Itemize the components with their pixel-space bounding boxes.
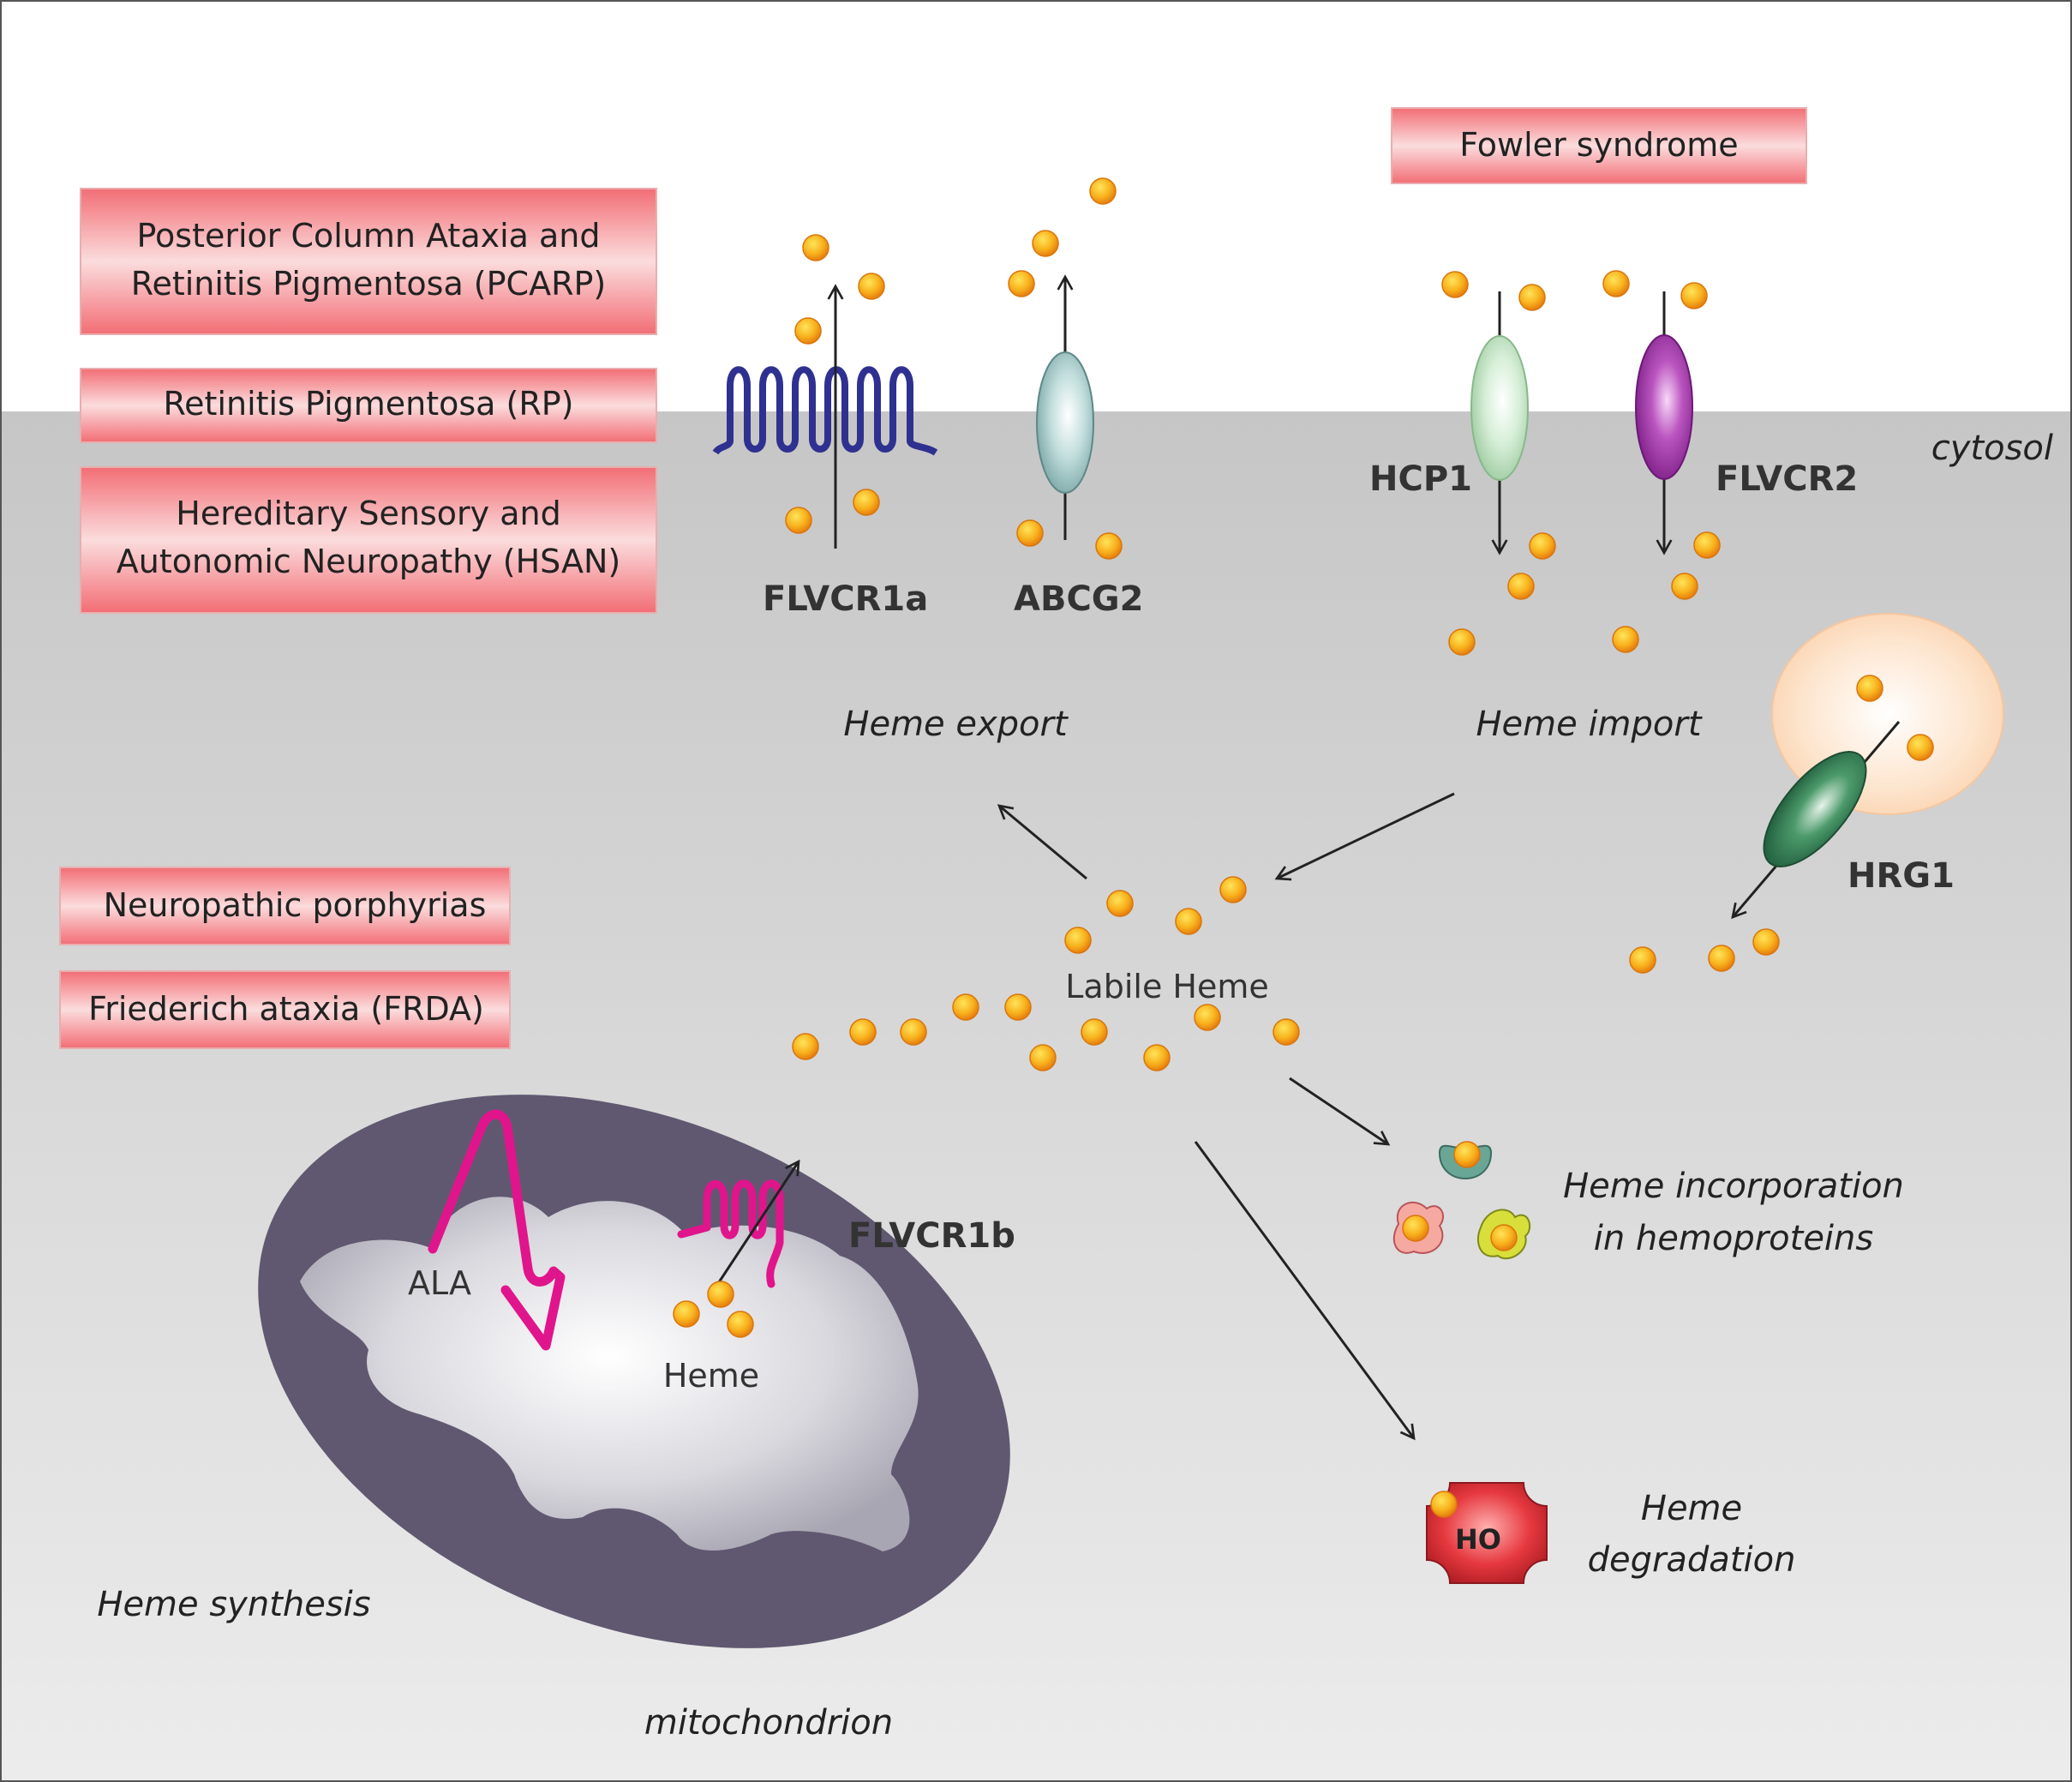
fowler-label: Fowler syndrome	[1459, 126, 1738, 164]
labile-heme-label: Labile Heme	[1065, 968, 1269, 1005]
ho-label: HO	[1455, 1523, 1501, 1556]
frda-label: Friederich ataxia (FRDA)	[88, 990, 484, 1028]
heme-molecule	[707, 1281, 734, 1308]
disease-box-fowler: Fowler syndrome	[1391, 107, 1807, 184]
heme-molecule	[849, 1018, 877, 1046]
heme-molecule	[1273, 1018, 1300, 1046]
heme-molecule	[900, 1018, 927, 1046]
heme-molecule	[1219, 876, 1247, 903]
heme-import-label: Heme import	[1476, 705, 1702, 744]
heme-molecule	[1064, 927, 1092, 954]
heme-incorporation-line1: Heme incorporation	[1563, 1167, 1904, 1206]
heme-molecule	[1671, 573, 1698, 600]
heme-molecule	[1529, 532, 1556, 560]
heme-degradation-arrow	[1194, 1141, 1416, 1441]
hcp1-transporter	[1470, 291, 1529, 555]
heme-molecule	[1106, 890, 1134, 917]
heme-molecule	[673, 1300, 700, 1328]
mitochondrion	[258, 1095, 1010, 1648]
heme-degradation-line2: degradation	[1588, 1540, 1796, 1580]
heme-molecule	[1402, 1215, 1429, 1242]
heme-molecule	[1448, 628, 1476, 656]
hrg1-vesicle	[1731, 613, 2004, 920]
hsan-line2: Autonomic Neuropathy (HSAN)	[117, 543, 620, 580]
heme-incorporation-arrow	[1289, 1077, 1391, 1146]
disease-box-pcarp: Posterior Column Ataxia and Retinitis Pi…	[80, 188, 657, 335]
hcp1-label: HCP1	[1369, 459, 1472, 499]
heme-molecule	[1175, 908, 1202, 935]
heme-molecule	[794, 317, 822, 345]
heme-export-label: Heme export	[843, 705, 1069, 744]
heme-molecule	[1016, 519, 1044, 547]
heme-molecule	[1708, 945, 1735, 972]
heme-molecule	[1029, 1044, 1057, 1071]
heme-molecule	[1629, 946, 1656, 974]
pcarp-line1: Posterior Column Ataxia and	[136, 217, 600, 255]
heme-molecule	[1194, 1004, 1221, 1031]
heme-molecule	[1008, 270, 1035, 297]
flvcr2-label: FLVCR2	[1716, 459, 1858, 499]
heme-molecule	[1752, 928, 1780, 956]
heme-molecule	[853, 489, 880, 516]
heme-synthesis-label: Heme synthesis	[97, 1585, 370, 1624]
cytosol-label: cytosol	[1931, 429, 2053, 468]
heme-molecule	[858, 273, 885, 300]
heme-incorporation-line2: in hemoproteins	[1594, 1219, 1873, 1258]
heme-molecule	[1430, 1491, 1458, 1518]
heme-molecule	[1507, 573, 1535, 600]
abcg2-transporter	[1036, 274, 1094, 540]
heme-degradation-line1: Heme	[1641, 1489, 1742, 1528]
heme-molecule	[1518, 284, 1546, 311]
hsan-line1: Hereditary Sensory and	[176, 495, 561, 532]
flvcr1b-label: FLVCR1b	[848, 1216, 1015, 1256]
heme-molecule	[1602, 270, 1630, 297]
flvcr2-transporter	[1635, 291, 1693, 555]
heme-molecule	[1490, 1224, 1518, 1251]
rp-label: Retinitis Pigmentosa (RP)	[163, 385, 573, 423]
pcarp-line2: Retinitis Pigmentosa (PCARP)	[131, 265, 606, 303]
heme-molecule	[1680, 282, 1708, 309]
heme-molecule	[1612, 626, 1639, 653]
heme-molecule	[792, 1033, 819, 1060]
heme-molecule	[1143, 1044, 1171, 1071]
heme-label: Heme	[663, 1357, 759, 1395]
disease-box-frda: Friederich ataxia (FRDA)	[59, 970, 511, 1049]
heme-molecule	[1453, 1141, 1481, 1168]
abcg2-label: ABCG2	[1014, 579, 1143, 619]
disease-box-neuropathic-porphyrias: Neuropathic porphyrias	[59, 867, 511, 945]
flvcr1a-transporter	[712, 284, 938, 549]
disease-box-hsan: Hereditary Sensory and Autonomic Neuropa…	[80, 466, 657, 614]
heme-molecule	[1856, 675, 1883, 702]
heme-molecule	[1032, 230, 1059, 257]
heme-molecule	[785, 507, 812, 534]
heme-molecule	[1693, 531, 1721, 559]
heme-molecule	[802, 234, 829, 261]
heme-import-arrow	[1274, 792, 1455, 881]
heme-molecule	[1004, 993, 1032, 1021]
hrg1-label: HRG1	[1847, 856, 1955, 896]
heme-export-arrow	[997, 804, 1087, 880]
heme-molecule	[1081, 1018, 1108, 1046]
disease-box-rp: Retinitis Pigmentosa (RP)	[80, 368, 657, 443]
flvcr1a-label: FLVCR1a	[763, 579, 928, 619]
heme-molecule	[1089, 177, 1117, 205]
heme-molecule	[1907, 734, 1934, 761]
heme-molecule	[1441, 271, 1469, 298]
heme-molecule	[1095, 532, 1123, 560]
ala-label: ALA	[408, 1264, 471, 1302]
cytosol-region	[2, 411, 2070, 1780]
heme-molecule	[952, 993, 979, 1021]
heme-molecules	[673, 177, 1934, 1518]
ala-synthase-protein	[428, 1109, 566, 1351]
heme-molecule	[727, 1311, 754, 1338]
neuropathic-porphyrias-label: Neuropathic porphyrias	[104, 886, 487, 924]
mitochondrion-label: mitochondrion	[644, 1703, 893, 1743]
flvcr1b-transporter	[677, 1159, 800, 1288]
